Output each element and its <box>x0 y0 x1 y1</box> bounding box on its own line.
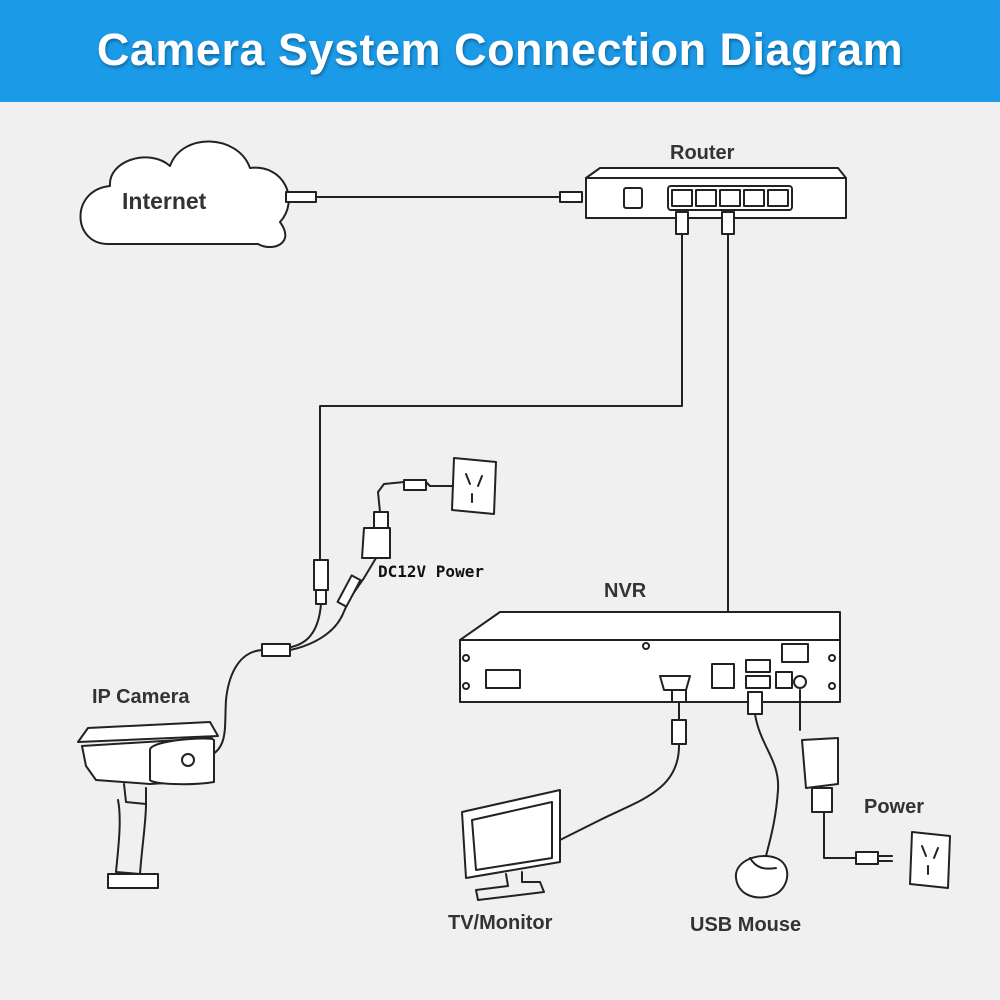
router-to-nvr-cable <box>721 211 735 661</box>
ip-camera-label: IP Camera <box>92 686 190 708</box>
internet-cable <box>285 191 583 203</box>
internet-label: Internet <box>122 188 207 214</box>
nvr-power-adapter-icon <box>799 689 893 865</box>
ip-camera-icon <box>77 721 219 889</box>
vga-cable <box>559 689 687 841</box>
router-to-camera-cable <box>285 211 689 649</box>
router-icon <box>585 167 847 219</box>
connection-diagram <box>77 140 951 901</box>
tv-monitor-label: TV/Monitor <box>448 912 553 934</box>
usb-mouse-label: USB Mouse <box>690 914 802 936</box>
monitor-icon <box>461 789 561 901</box>
camera-pigtail-cable <box>199 643 291 761</box>
nvr-icon <box>459 611 841 703</box>
dc12v-power-label: DC12V Power <box>378 562 484 581</box>
power-adapter-icon <box>289 479 463 651</box>
wall-outlet-icon <box>451 457 497 515</box>
router-label: Router <box>670 142 735 164</box>
nvr-label: NVR <box>604 580 647 602</box>
usb-cable <box>747 691 780 857</box>
mouse-icon <box>734 855 789 899</box>
cloud-icon <box>79 140 290 248</box>
wall-outlet-icon <box>909 831 951 889</box>
title-banner: Camera System Connection Diagram <box>0 0 1000 102</box>
power-label: Power <box>864 796 925 818</box>
diagram-title: Camera System Connection Diagram <box>96 24 904 75</box>
